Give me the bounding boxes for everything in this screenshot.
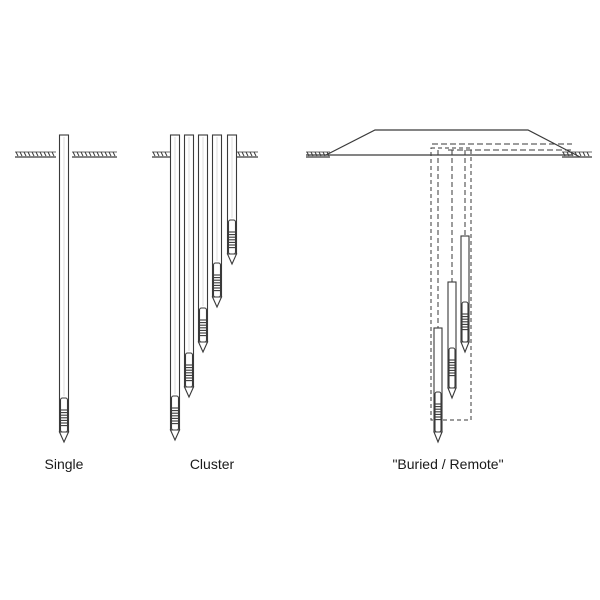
buried-sensor-2	[447, 281, 457, 400]
standpipe-cluster-5	[226, 134, 238, 266]
borehole-outline	[430, 147, 472, 421]
standpipe-single	[58, 134, 70, 444]
single-installation	[15, 134, 117, 444]
ground-buried-left	[306, 151, 330, 158]
pipe-tip	[460, 341, 470, 354]
ground-hatch	[47, 151, 51, 157]
ground-hatch	[23, 151, 27, 157]
pipe-tip	[58, 431, 70, 444]
ground-left-single-a	[15, 151, 56, 158]
ground-hatch	[31, 151, 35, 157]
ground-hatch	[84, 151, 88, 157]
ground-hatch	[310, 151, 314, 157]
pipe-tip	[447, 387, 457, 400]
ground-hatch	[253, 151, 257, 157]
ground-hatch	[586, 151, 590, 157]
standpipe-cluster-4	[211, 134, 223, 309]
ground-hatch	[76, 151, 80, 157]
ground-hatch	[326, 151, 330, 157]
ground-hatch	[314, 151, 318, 157]
label-cluster: Cluster	[189, 456, 235, 472]
ground-hatch	[88, 151, 92, 157]
ground-hatch	[100, 151, 104, 157]
pipe-tip	[433, 431, 443, 444]
label-single: Single	[44, 456, 84, 472]
ground-hatch	[578, 151, 582, 157]
ground-hatch	[108, 151, 112, 157]
ground-hatch	[92, 151, 96, 157]
ground-hatch	[156, 151, 160, 157]
ground-hatch	[43, 151, 47, 157]
buried-sensor-1	[433, 327, 443, 444]
ground-hatch	[164, 151, 168, 157]
ground-hatch	[249, 151, 253, 157]
ground-hatch	[245, 151, 249, 157]
pipe-tip	[226, 253, 238, 266]
ground-hatch	[72, 151, 76, 157]
ground-hatch	[104, 151, 108, 157]
standpipe-cluster-1	[169, 134, 181, 442]
ground-hatch	[80, 151, 84, 157]
ground-hatch	[570, 151, 574, 157]
ground-hatch	[318, 151, 322, 157]
ground-hatch	[582, 151, 586, 157]
ground-hatch	[96, 151, 100, 157]
ground-hatch	[152, 151, 156, 157]
ground-hatch	[15, 151, 19, 157]
ground-hatch	[237, 151, 241, 157]
ground-hatch	[574, 151, 578, 157]
buried-remote-installation	[306, 129, 592, 444]
cluster-installation	[152, 134, 258, 442]
buried-sensor-3	[460, 235, 470, 354]
ground-hatch	[241, 151, 245, 157]
ground-cluster-left	[152, 151, 170, 158]
ground-buried-right	[562, 151, 592, 158]
ground-cluster-right	[237, 151, 258, 158]
ground-hatch	[51, 151, 55, 157]
ground-hatch	[19, 151, 23, 157]
ground-hatch	[35, 151, 39, 157]
pipe-tip	[211, 296, 223, 309]
ground-hatch	[39, 151, 43, 157]
ground-hatch	[160, 151, 164, 157]
pipe-tip	[197, 341, 209, 354]
pipe-tip	[169, 429, 181, 442]
label-buried-remote: "Buried / Remote"	[392, 456, 504, 472]
ground-hatch	[112, 151, 116, 157]
pipe-tip	[183, 386, 195, 399]
ground-hatch	[306, 151, 310, 157]
ground-hatch	[27, 151, 31, 157]
standpipe-cluster-3	[197, 134, 209, 354]
ground-left-single-b	[72, 151, 117, 158]
ground-hatch	[322, 151, 326, 157]
standpipe-cluster-2	[183, 134, 195, 399]
